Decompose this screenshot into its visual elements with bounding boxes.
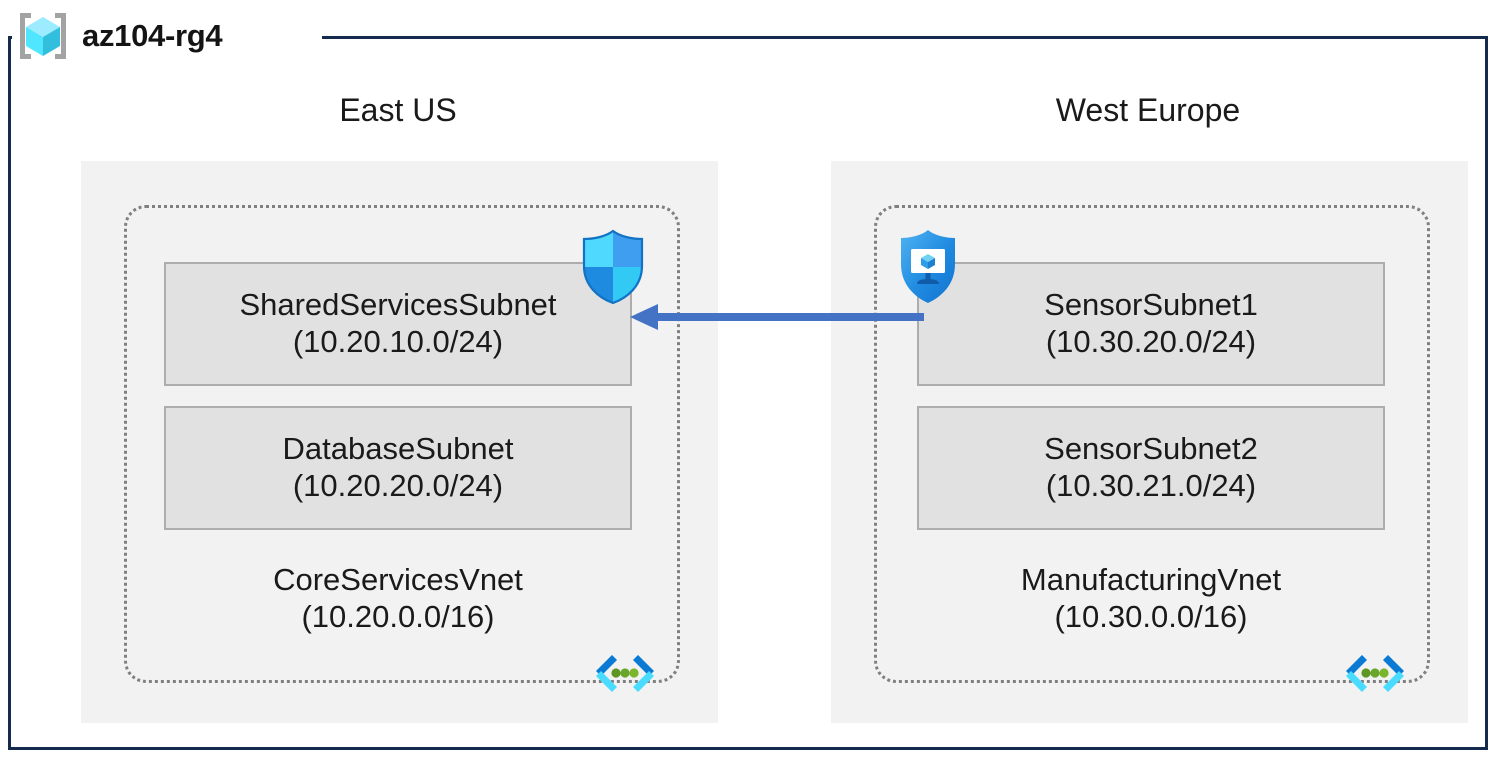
vnet-name: ManufacturingVnet	[1020, 562, 1282, 597]
subnet-database[interactable]: DatabaseSubnet (10.20.20.0/24)	[164, 406, 632, 530]
virtual-network-icon[interactable]	[1342, 652, 1408, 703]
subnet-name: DatabaseSubnet	[282, 431, 514, 467]
subnet-sensor-2[interactable]: SensorSubnet2 (10.30.21.0/24)	[917, 406, 1385, 530]
subnet-cidr: (10.20.10.0/24)	[292, 324, 504, 359]
vnet-name: CoreServicesVnet	[273, 562, 523, 597]
subnet-name: SensorSubnet1	[1044, 287, 1258, 323]
subnet-cidr: (10.30.21.0/24)	[1045, 468, 1257, 503]
resource-group-cube-icon	[14, 9, 72, 63]
resource-group-header: az104-rg4	[14, 8, 223, 64]
vnet-boundary-manufacturing[interactable]	[874, 205, 1430, 683]
subnet-name: SensorSubnet2	[1044, 431, 1258, 467]
subnet-cidr: (10.20.20.0/24)	[292, 468, 504, 503]
subnet-name: SharedServicesSubnet	[239, 287, 557, 323]
vnet-caption-core-services: CoreServicesVnet (10.20.0.0/16)	[164, 562, 632, 635]
region-label-east-us: East US	[339, 92, 457, 128]
resource-group-frame	[8, 36, 1488, 750]
vnet-caption-manufacturing: ManufacturingVnet (10.30.0.0/16)	[917, 562, 1385, 635]
virtual-network-icon[interactable]	[592, 652, 658, 703]
vnet-cidr: (10.30.0.0/16)	[1054, 598, 1248, 634]
subnet-cidr: (10.30.20.0/24)	[1045, 324, 1257, 359]
region-label-west-europe: West Europe	[1055, 92, 1241, 128]
subnet-sensor-1[interactable]: SensorSubnet1 (10.30.20.0/24)	[917, 262, 1385, 386]
network-security-group-shield-icon[interactable]	[578, 228, 648, 311]
vm-protection-shield-icon[interactable]	[893, 226, 963, 311]
resource-group-name: az104-rg4	[82, 18, 223, 53]
vnet-boundary-core-services[interactable]	[124, 205, 680, 683]
subnet-shared-services[interactable]: SharedServicesSubnet (10.20.10.0/24)	[164, 262, 632, 386]
vnet-cidr: (10.20.0.0/16)	[301, 598, 495, 634]
vnet-peering-arrow[interactable]	[628, 300, 924, 339]
